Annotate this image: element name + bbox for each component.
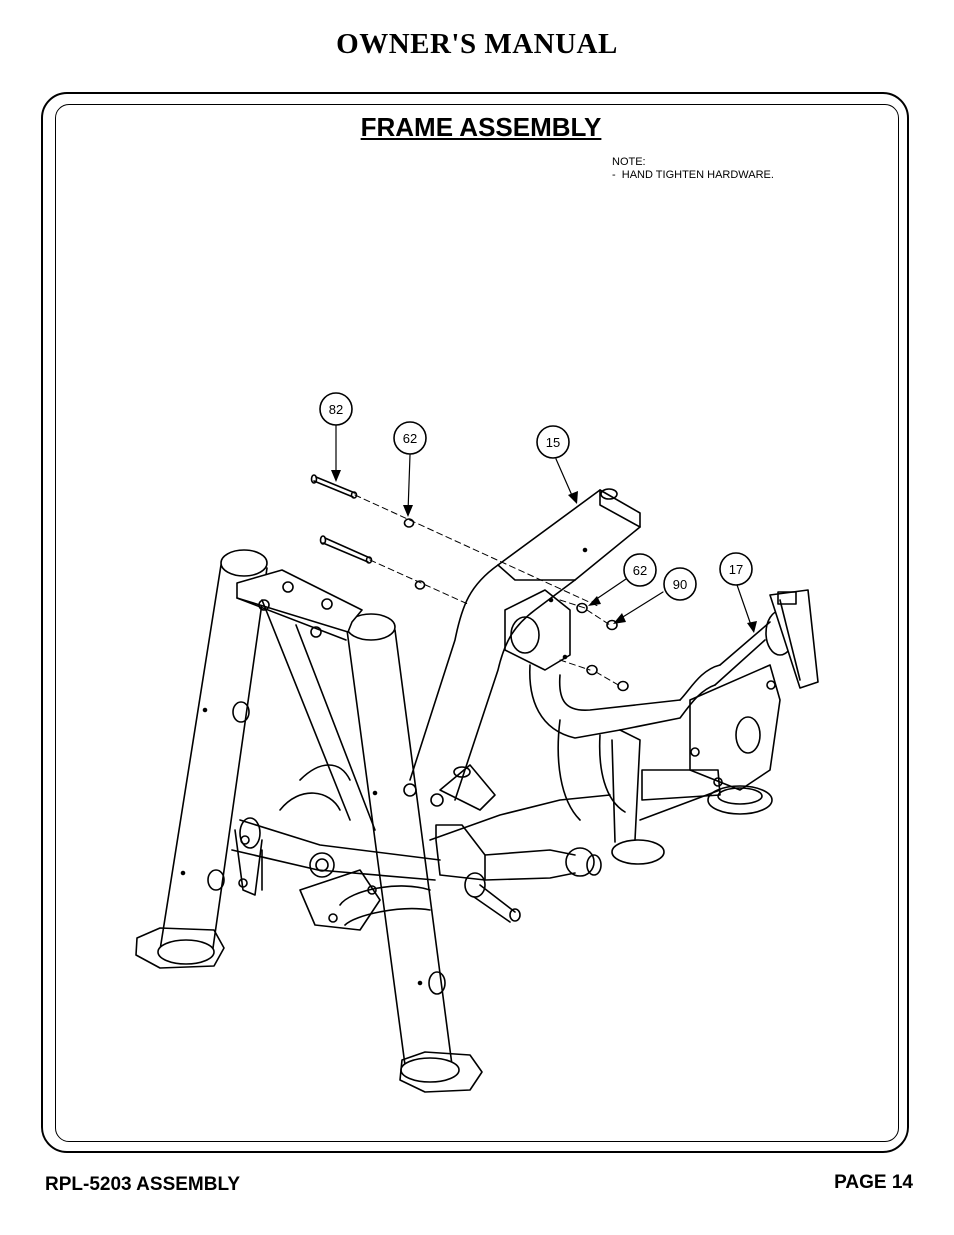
rear-upright-left [135,549,268,969]
assembly-guide-lines [354,494,621,687]
hardware-bolt-82-upper [310,474,358,499]
callout-circle-17 [719,552,753,586]
lower-transverse-tubes [231,764,665,931]
callout-circle-90 [663,567,697,601]
footer-page-number: PAGE 14 [834,1172,913,1193]
callout-label-17: 17 [729,562,743,577]
callout-label-62-b: 62 [633,563,647,578]
upright-crossbar [236,569,376,831]
callout-label-82: 82 [329,402,343,417]
washer-62-upper [403,518,415,528]
manual-title: OWNER'S MANUAL [336,28,618,60]
note-line: - HAND TIGHTEN HARDWARE. [612,169,774,181]
washer-62-right-lower [586,664,598,676]
nut-90-lower [617,680,629,692]
page-frame-outer [41,92,909,1153]
washer-62-right [576,602,588,614]
note-heading: NOTE: [612,156,646,168]
callout-arrowheads [331,470,757,633]
part-17-bracket [689,589,819,815]
assembly-note: NOTE: - HAND TIGHTEN HARDWARE. [612,156,774,182]
main-frame-15 [409,488,641,801]
section-title: FRAME ASSEMBLY [360,112,602,142]
callout-circle-15 [536,425,570,459]
callout-leaders [335,424,753,629]
callout-label-90: 90 [673,577,687,592]
hardware-bolt-82-lower [319,535,373,564]
page-frame-inner [55,104,899,1142]
footer-model: RPL-5203 ASSEMBLY [45,1174,240,1195]
rear-upright-right [346,613,483,1093]
callout-circle-62-b [623,553,657,587]
callout-label-62-a: 62 [403,431,417,446]
callout-label-15: 15 [546,435,560,450]
callout-circle-62-a [393,421,427,455]
lower-curved-frame [529,610,795,843]
callout-circle-82 [319,392,353,426]
nut-90-upper [606,619,618,631]
